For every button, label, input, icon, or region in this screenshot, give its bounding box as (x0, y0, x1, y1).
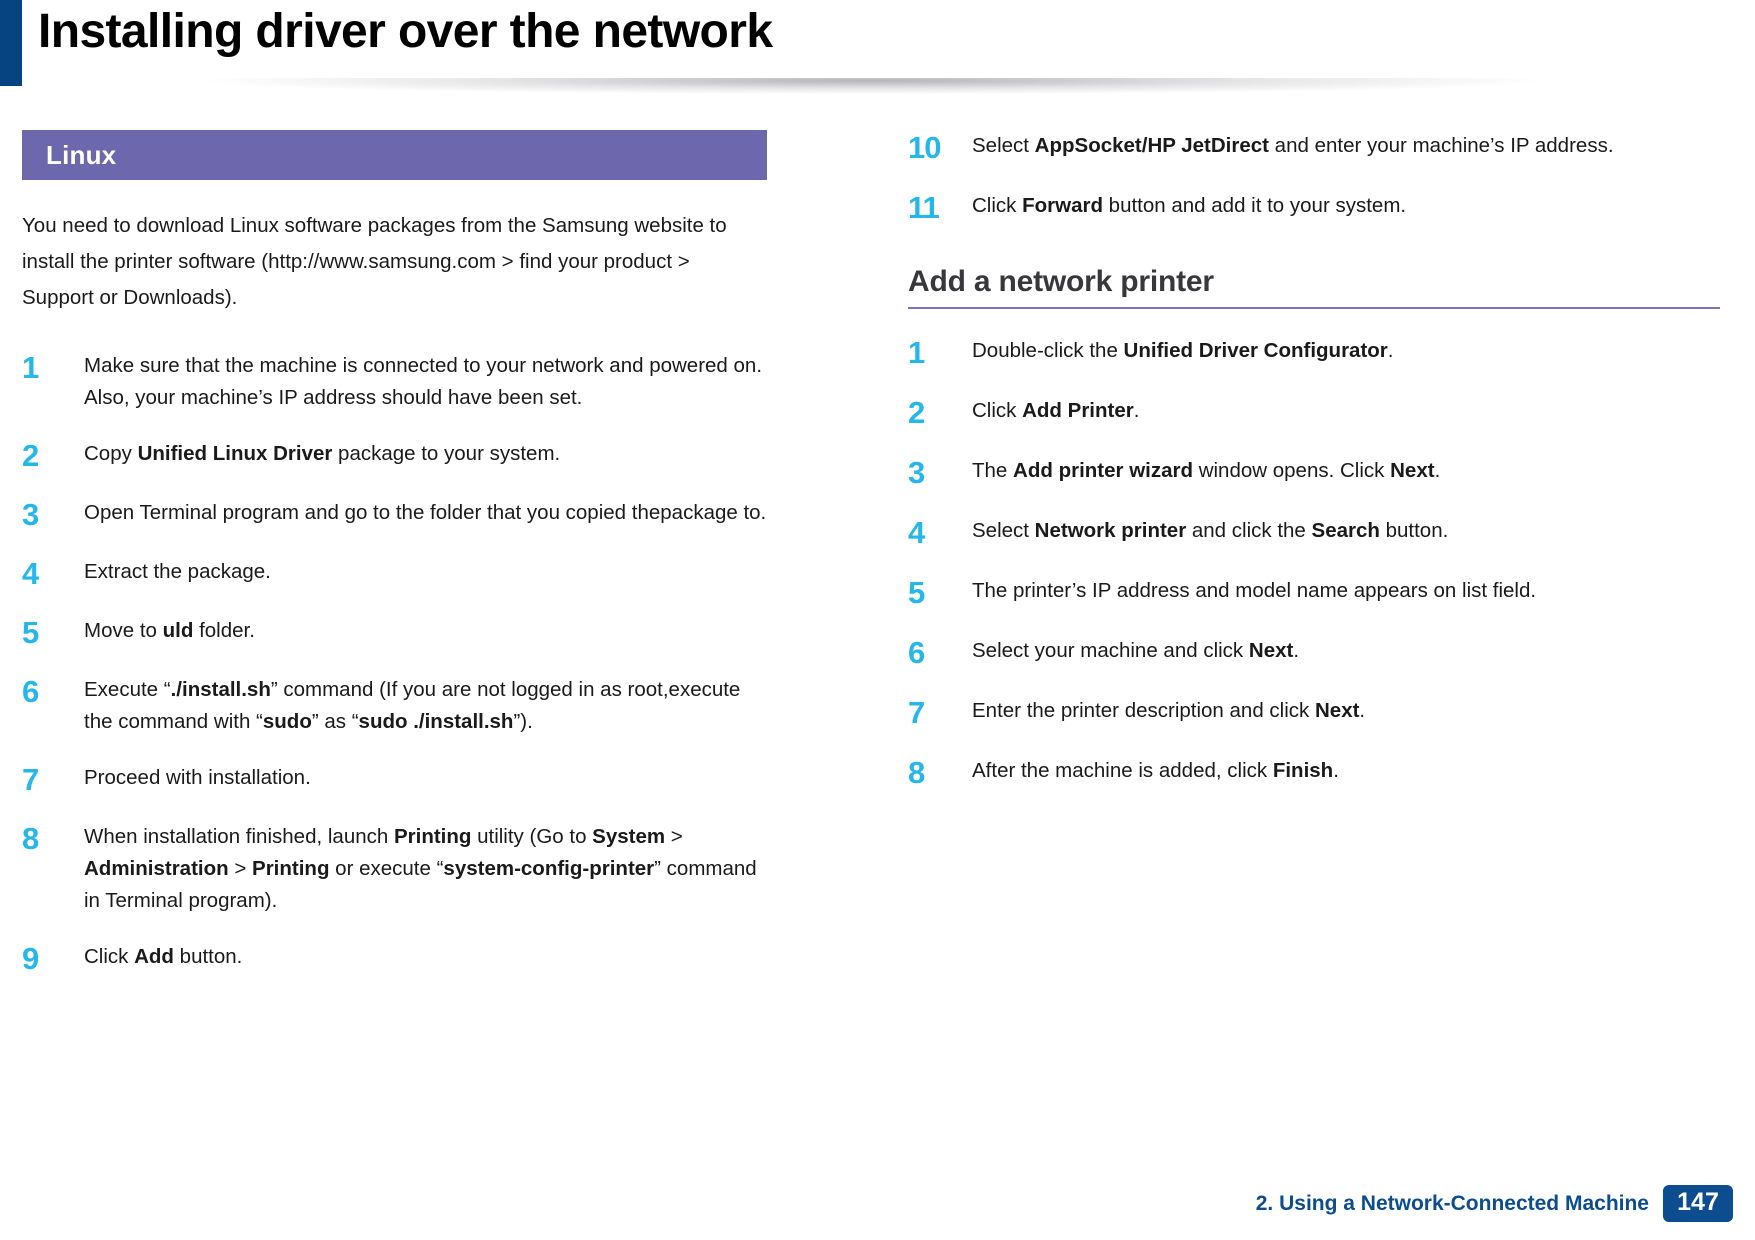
step-text: Execute “./install.sh” command (If you a… (84, 678, 741, 733)
step-number: 4 (22, 556, 39, 591)
step-number: 9 (22, 941, 39, 976)
sub-heading-label: Add a network printer (908, 265, 1214, 298)
step-text: When installation finished, launch Print… (84, 825, 757, 912)
step-text: Copy Unified Linux Driver package to you… (84, 442, 561, 465)
header-shadow-divider (22, 78, 1722, 104)
list-item: 7 Proceed with installation. (22, 762, 770, 797)
list-item: 9 Click Add button. (22, 941, 770, 976)
step-number: 2 (22, 438, 39, 473)
step-number: 8 (908, 754, 925, 790)
step-number: 3 (22, 497, 39, 532)
step-text: Select your machine and click Next. (972, 638, 1300, 662)
list-item: 1 Double-click the Unified Driver Config… (908, 335, 1720, 370)
step-text: Enter the printer description and click … (972, 698, 1366, 722)
step-number: 5 (908, 574, 925, 610)
step-text: Proceed with installation. (84, 766, 311, 789)
step-text: Click Forward button and add it to your … (972, 194, 1407, 217)
list-item: 5 The printer’s IP address and model nam… (908, 575, 1720, 610)
list-item: 1 Make sure that the machine is connecte… (22, 350, 770, 414)
step-number: 7 (22, 762, 39, 797)
linux-step-list: 1 Make sure that the machine is connecte… (22, 350, 770, 976)
page-header: Installing driver over the network (0, 0, 1755, 104)
list-item: 2 Click Add Printer. (908, 395, 1720, 430)
step-number: 3 (908, 454, 925, 490)
step-number: 8 (22, 821, 39, 856)
list-item: 8 When installation finished, launch Pri… (22, 821, 770, 917)
page-title: Installing driver over the network (38, 5, 773, 58)
list-item: 11 Click Forward button and add it to yo… (908, 190, 1720, 225)
list-item: 10 Select AppSocket/HP JetDirect and ent… (908, 130, 1720, 165)
step-number: 1 (22, 350, 39, 385)
footer-page-number: 147 (1663, 1185, 1733, 1222)
step-number: 5 (22, 615, 39, 650)
list-item: 6 Select your machine and click Next. (908, 635, 1720, 670)
right-column: 10 Select AppSocket/HP JetDirect and ent… (908, 130, 1720, 815)
intro-paragraph: You need to download Linux software pack… (22, 214, 727, 309)
page-footer: 2. Using a Network-Connected Machine 147 (1256, 1185, 1733, 1222)
list-item: 2 Copy Unified Linux Driver package to y… (22, 438, 770, 473)
list-item: 4 Extract the package. (22, 556, 770, 591)
step-text: Move to uld folder. (84, 619, 255, 642)
list-item: 3 The Add printer wizard window opens. C… (908, 455, 1720, 490)
step-text: Select Network printer and click the Sea… (972, 518, 1449, 542)
list-item: 3 Open Terminal program and go to the fo… (22, 497, 770, 532)
list-item: 6 Execute “./install.sh” command (If you… (22, 674, 770, 738)
step-number: 6 (22, 674, 39, 709)
step-number: 4 (908, 514, 925, 550)
list-item: 8 After the machine is added, click Fini… (908, 755, 1720, 790)
header-accent-bar (0, 0, 22, 86)
list-item: 5 Move to uld folder. (22, 615, 770, 650)
section-banner-label: Linux (46, 139, 117, 170)
left-column: Linux You need to download Linux softwar… (22, 130, 770, 1000)
footer-chapter-label: 2. Using a Network-Connected Machine (1255, 1191, 1649, 1215)
sub-heading-rule (908, 307, 1720, 309)
section-banner-linux: Linux (22, 130, 767, 180)
step-text: Make sure that the machine is connected … (84, 354, 763, 409)
step-text: Click Add button. (84, 945, 243, 968)
step-text: The printer’s IP address and model name … (972, 578, 1537, 602)
step-number: 1 (908, 334, 925, 370)
sub-heading-add-a-network-printer: Add a network printer (908, 265, 1720, 309)
step-text: After the machine is added, click Finish… (972, 758, 1339, 782)
linux-step-list-continued: 10 Select AppSocket/HP JetDirect and ent… (908, 130, 1720, 225)
step-text: The Add printer wizard window opens. Cli… (972, 458, 1441, 482)
step-number: 7 (908, 694, 925, 730)
step-text: Extract the package. (84, 560, 271, 583)
list-item: 7 Enter the printer description and clic… (908, 695, 1720, 730)
step-number: 2 (908, 394, 925, 430)
step-text: Open Terminal program and go to the fold… (84, 501, 767, 524)
step-number: 10 (908, 130, 941, 165)
step-text: Click Add Printer. (972, 398, 1140, 422)
step-text: Select AppSocket/HP JetDirect and enter … (972, 134, 1614, 157)
add-network-printer-step-list: 1 Double-click the Unified Driver Config… (908, 335, 1720, 790)
step-number: 6 (908, 634, 925, 670)
step-number: 11 (908, 190, 940, 225)
step-text: Double-click the Unified Driver Configur… (972, 338, 1394, 362)
list-item: 4 Select Network printer and click the S… (908, 515, 1720, 550)
